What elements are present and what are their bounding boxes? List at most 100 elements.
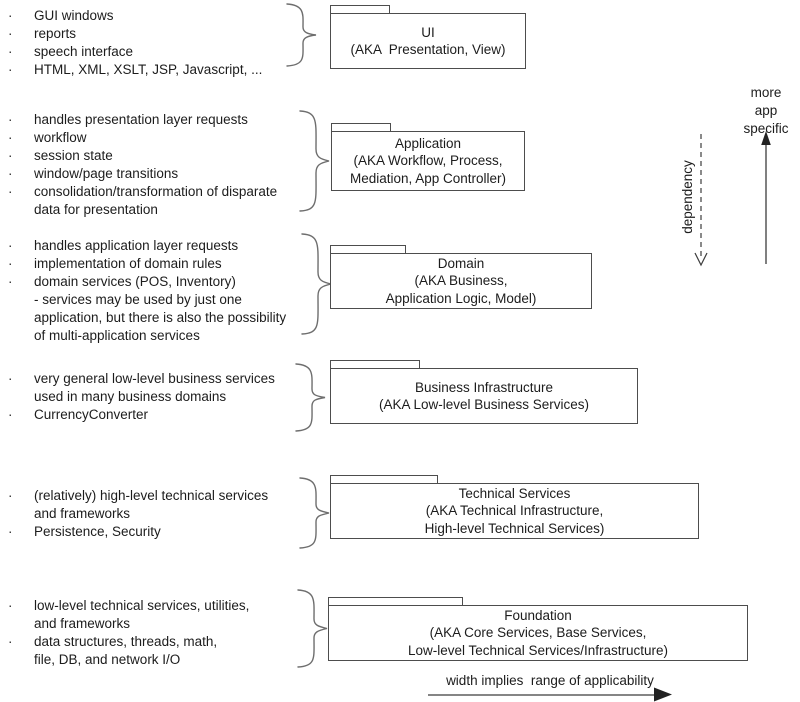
section-application-notes: · handles presentation layer requests · wo… — [8, 111, 308, 219]
section-ui-notes: ·GUI windows ·reports ·speech interface … — [8, 7, 308, 79]
curly-brace-icon — [286, 3, 317, 67]
list-item-text: handles application layer requests — [34, 238, 239, 253]
bullet-dot — [8, 201, 34, 219]
bullet-dot: · — [8, 44, 13, 59]
list-item-text: and frameworks — [34, 616, 131, 631]
list-item-text: data structures, threads, math, — [34, 634, 218, 649]
bullet-dot — [8, 651, 34, 669]
list-item-text: CurrencyConverter — [34, 407, 149, 422]
bullet-dot: · — [8, 166, 13, 181]
bullet-dot: · — [8, 256, 13, 271]
list-item-text: and frameworks — [34, 506, 131, 521]
list-item: ·very general low-level business service… — [8, 370, 308, 388]
bullet-dot — [8, 291, 34, 309]
bullet-dot: · — [8, 634, 13, 649]
bullet-dot: · — [8, 130, 13, 145]
list-item: · implementation of domain rules — [8, 255, 308, 273]
list-item-text: session state — [34, 148, 113, 163]
list-item: · data structures, threads, math, — [8, 633, 308, 651]
list-item: · HTML, XML, XSLT, JSP, Javascript, ... — [8, 61, 308, 79]
list-item-text: application, but there is also the possi… — [34, 310, 287, 325]
bullet-dot: · — [8, 112, 13, 127]
curly-brace-icon — [299, 110, 330, 212]
list-item: · (relatively) high-level technical servi… — [8, 487, 308, 505]
section-technical-services-notes: · (relatively) high-level technical servi… — [8, 487, 308, 541]
section-domain-notes: · handles application layer requests · imp… — [8, 237, 308, 345]
bullet-dot: · — [8, 274, 13, 289]
list-item: · low-level technical services, utilities… — [8, 597, 308, 615]
list-item: - services may be used by just one — [8, 291, 308, 309]
list-item-text: used in many business domains — [34, 389, 227, 404]
package-application: Application (AKA Workflow, Process, Medi… — [331, 123, 525, 191]
list-item-text: (relatively) high-level technical servic… — [34, 488, 269, 503]
package-domain: Domain (AKA Business, Application Logic,… — [330, 245, 592, 309]
bullet-dot: · — [8, 598, 13, 613]
layer-title: UI — [421, 24, 435, 40]
list-item: and frameworks — [8, 615, 308, 633]
dependency-dashed-arrow-icon — [694, 134, 708, 267]
package-tab — [328, 597, 463, 605]
list-item: ·speech interface — [8, 43, 308, 61]
package-technical-services: Technical Services (AKA Technical Infras… — [330, 475, 699, 539]
curly-brace-icon — [297, 589, 328, 668]
list-item-text: low-level technical services, utilities, — [34, 598, 250, 613]
list-item: and frameworks — [8, 505, 308, 523]
package-tab — [331, 123, 391, 131]
package-foundation: Foundation (AKA Core Services, Base Serv… — [328, 597, 748, 661]
curly-brace-icon — [295, 363, 326, 432]
list-item: ·reports — [8, 25, 308, 43]
list-item: · consolidation/transformation of dispara… — [8, 183, 308, 201]
package-business-infrastructure: Business Infrastructure (AKA Low-level B… — [330, 360, 638, 424]
list-item-text: - services may be used by just one — [34, 292, 242, 307]
list-item: of multi-application services — [8, 327, 308, 345]
list-item: ·GUI windows — [8, 7, 308, 25]
section-business-infrastructure-notes: ·very general low-level business service… — [8, 370, 308, 424]
bullet-dot — [8, 615, 34, 633]
bullet-dot: · — [8, 8, 13, 23]
list-item: · domain services (POS, Inventory) — [8, 273, 308, 291]
list-item-text: Persistence, Security — [34, 524, 161, 539]
list-item: data for presentation — [8, 201, 308, 219]
bullet-dot: · — [8, 62, 13, 77]
list-item: · handles application layer requests — [8, 237, 308, 255]
package-tab — [330, 475, 438, 483]
applicability-axis-label: width implies range of applicability — [446, 673, 654, 688]
list-item: file, DB, and network I/O — [8, 651, 308, 669]
bullet-dot: · — [8, 238, 13, 253]
more-app-specific-label: more app specific — [743, 85, 789, 136]
bullet-dot: · — [8, 488, 13, 503]
list-item: application, but there is also the possi… — [8, 309, 308, 327]
list-item-text: domain services (POS, Inventory) — [34, 274, 236, 289]
section-foundation-notes: · low-level technical services, utilities… — [8, 597, 308, 669]
package-tab — [330, 245, 406, 253]
curly-brace-icon — [301, 233, 332, 335]
package-tab — [330, 5, 390, 13]
bullet-dot: · — [8, 524, 13, 539]
layer-subtitle: (AKA Low-level Business Services) — [378, 397, 590, 412]
bullet-dot — [8, 309, 34, 327]
list-item-text: handles presentation layer requests — [34, 112, 248, 127]
list-item-text: consolidation/transformation of disparat… — [34, 184, 278, 199]
layer-subtitle: (AKA Presentation, View) — [350, 42, 506, 57]
list-item-text: file, DB, and network I/O — [34, 652, 181, 667]
list-item-text: implementation of domain rules — [34, 256, 222, 271]
layer-subtitle: (AKA Core Services, Base Services, Low-l… — [407, 625, 669, 658]
list-item-text: of multi-application services — [34, 328, 200, 343]
applicability-right-arrow-icon — [428, 687, 672, 702]
package-tab — [330, 360, 420, 368]
list-item-text: data for presentation — [34, 202, 158, 217]
bullet-dot — [8, 388, 34, 406]
list-item: · Persistence, Security — [8, 523, 308, 541]
list-item-text: reports — [34, 26, 77, 41]
layer-title: Application — [394, 135, 462, 151]
bullet-dot: · — [8, 148, 13, 163]
list-item-text: HTML, XML, XSLT, JSP, Javascript, ... — [34, 62, 263, 77]
layer-title: Business Infrastructure — [414, 379, 554, 395]
layer-title: Technical Services — [458, 485, 571, 501]
list-item: ·window/page transitions — [8, 165, 308, 183]
list-item: used in many business domains — [8, 388, 308, 406]
bullet-dot — [8, 505, 34, 523]
list-item-text: workflow — [34, 130, 87, 145]
package-ui: UI (AKA Presentation, View) — [330, 5, 526, 69]
bullet-dot: · — [8, 184, 13, 199]
